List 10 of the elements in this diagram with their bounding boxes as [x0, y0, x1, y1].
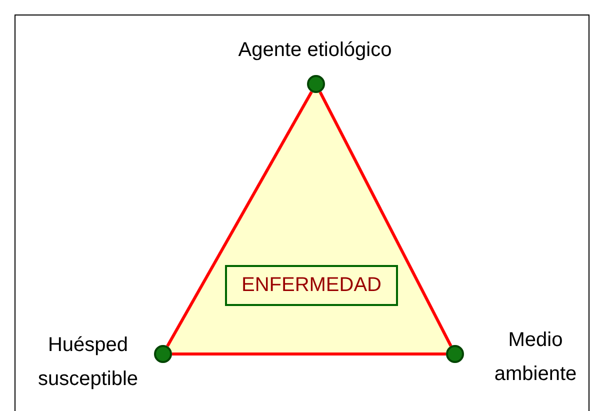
vertex-dot	[307, 75, 325, 93]
vertex-dot	[154, 345, 172, 363]
triangle-side-line	[166, 91, 313, 347]
vertex-label: Agente etiológico	[237, 38, 393, 63]
disease-box: ENFERMEDAD	[225, 265, 398, 306]
vertex-dot	[446, 345, 464, 363]
triangle-side-line	[318, 91, 452, 347]
vertex-label: Huésped susceptible	[36, 333, 140, 392]
triangle-side-line	[172, 352, 446, 356]
vertex-label: Medio ambiente	[493, 328, 578, 387]
